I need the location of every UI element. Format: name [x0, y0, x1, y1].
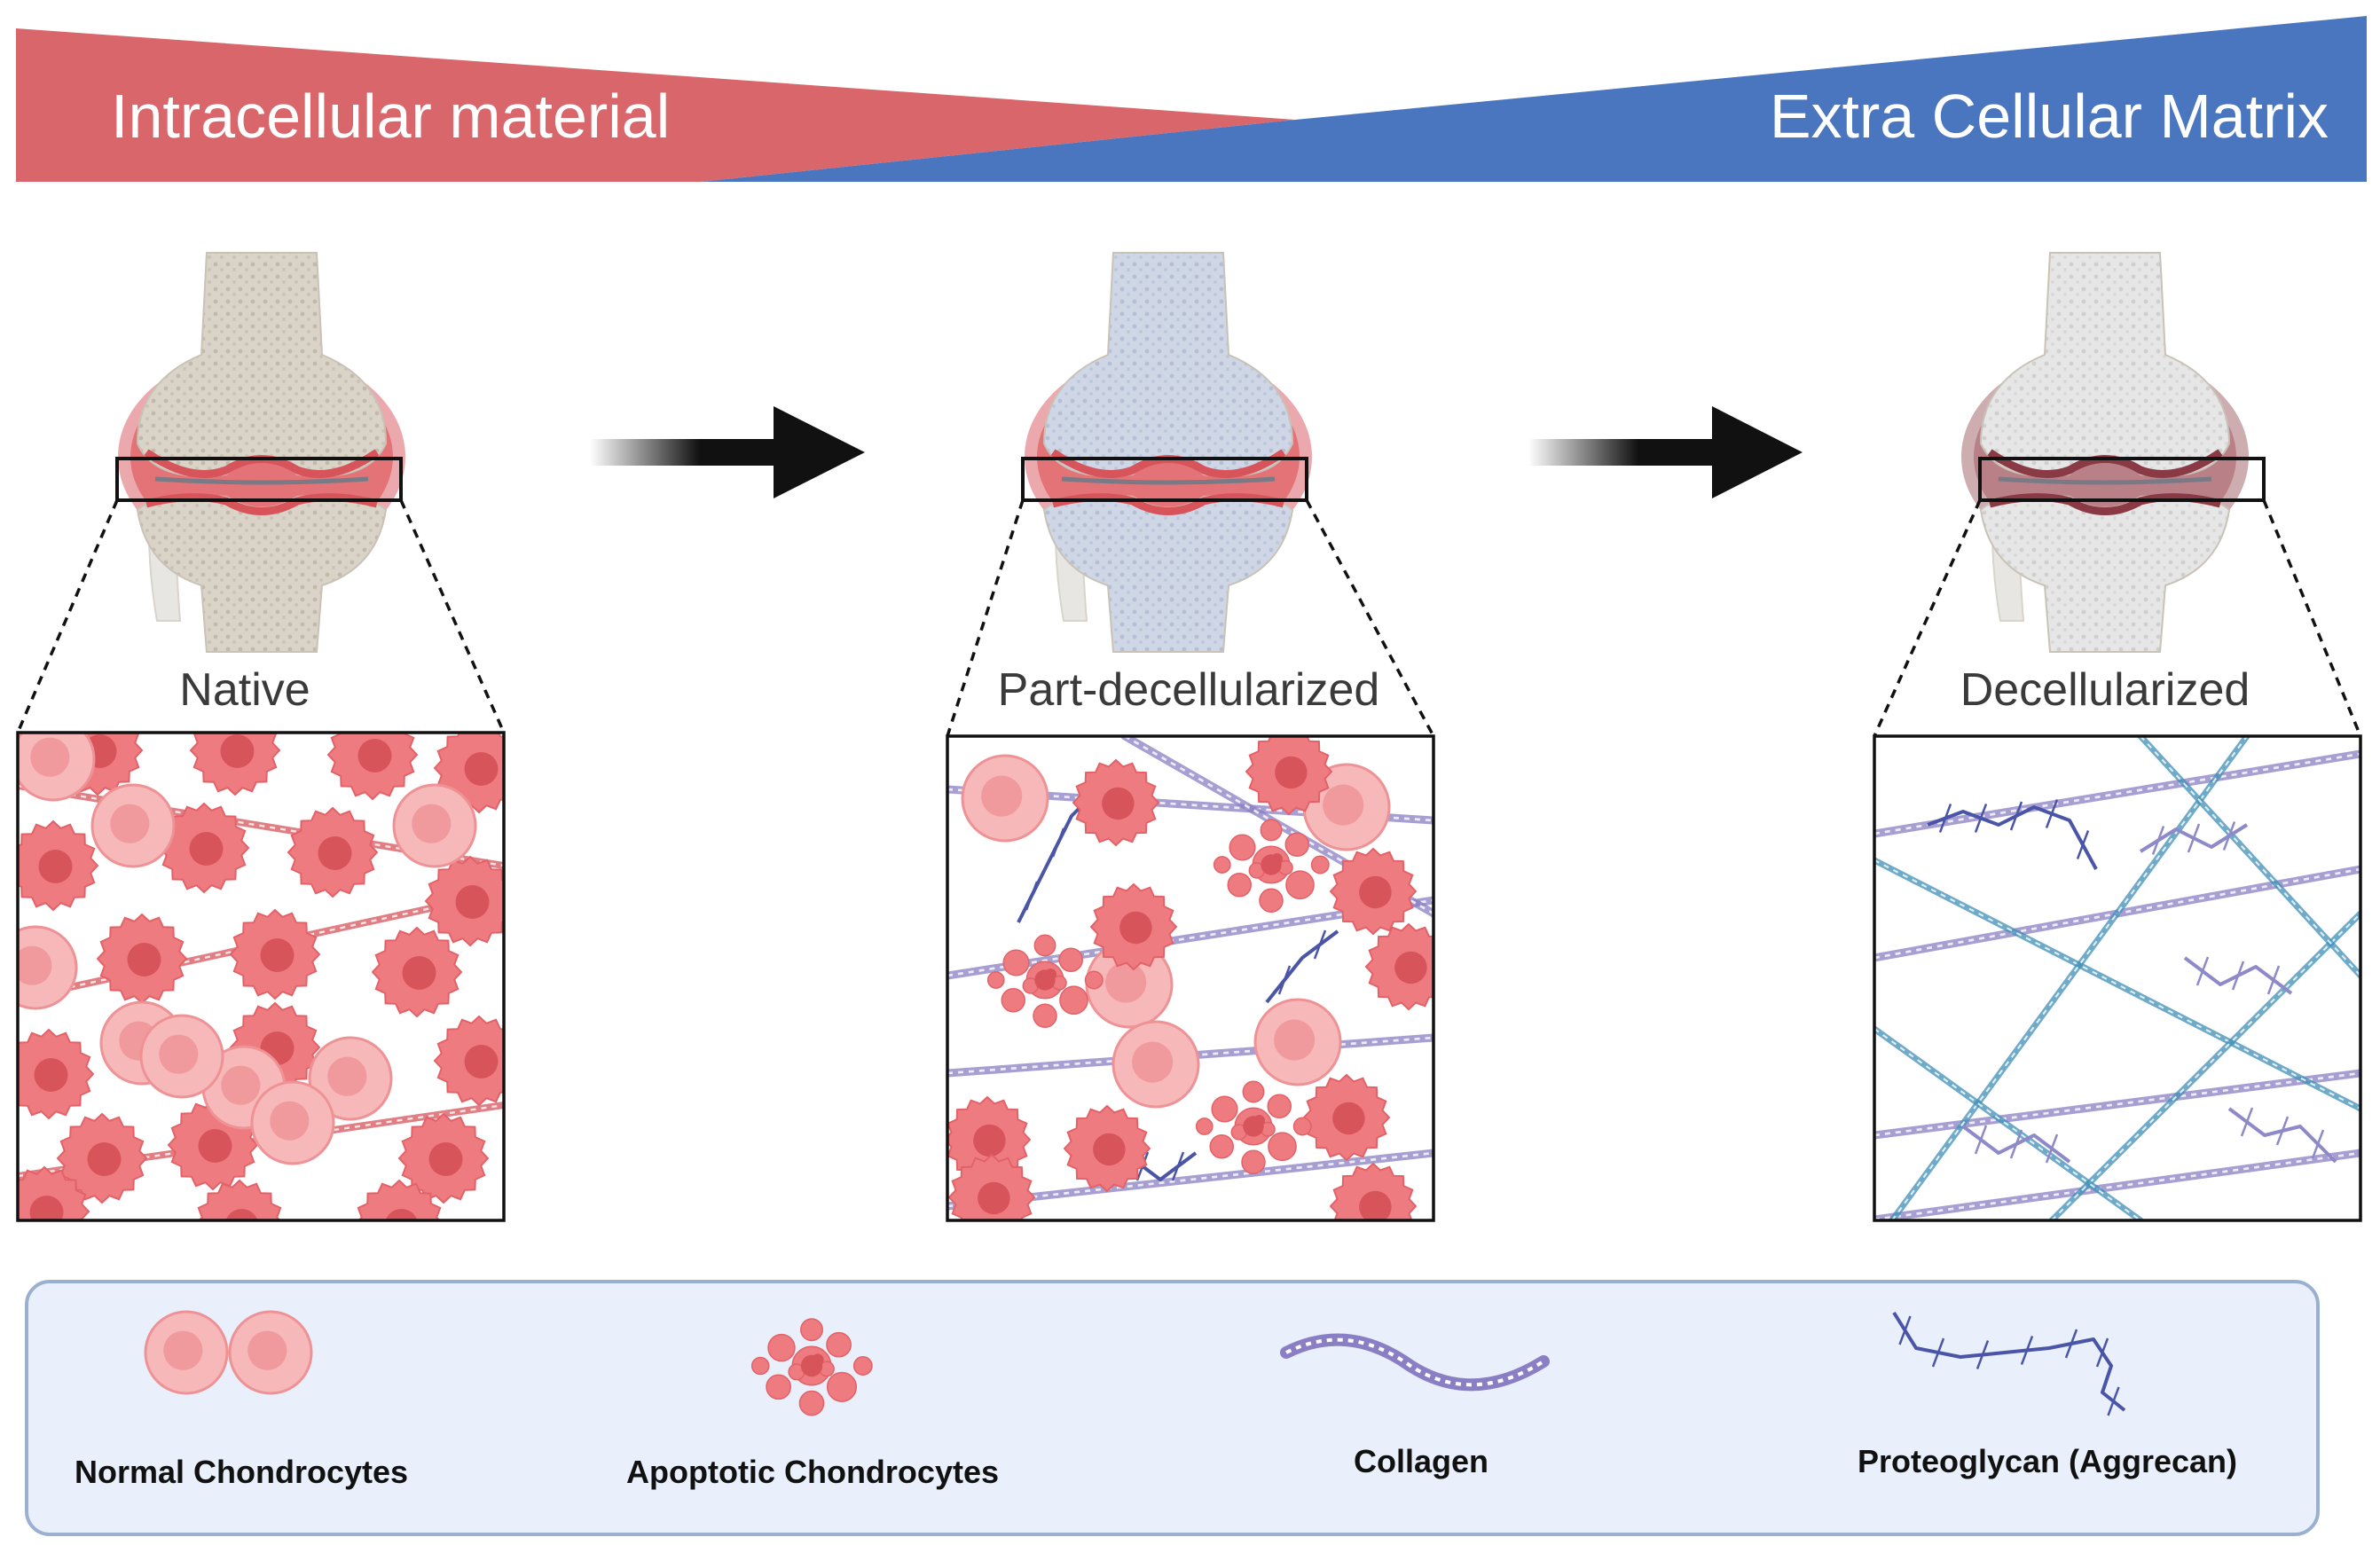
micro-panel-part-decellularized	[946, 734, 1435, 1222]
legend-label-apoptotic: Apoptotic Chondrocytes	[626, 1454, 999, 1490]
legend-label-collagen: Collagen	[1354, 1443, 1488, 1479]
stage-label-part-decellularized: Part-decellularized	[998, 664, 1380, 716]
intracellular-label: Intracellular material	[111, 82, 670, 151]
ecm-label: Extra Cellular Matrix	[1770, 82, 2329, 151]
collagen-icon	[1280, 1333, 1550, 1392]
legend-box	[25, 1280, 2320, 1536]
micro-panel-decellularized	[1873, 734, 2362, 1222]
stage-label-decellularized: Decellularized	[1960, 664, 2250, 716]
micro-panel-native	[16, 731, 506, 1222]
knee-joint-native	[118, 252, 405, 653]
process-arrow-2	[1528, 406, 1803, 498]
zoom-box-native	[115, 457, 403, 502]
legend-label-normal: Normal Chondrocytes	[75, 1454, 408, 1490]
normal-chondrocyte-icon	[144, 1310, 313, 1395]
knee-joint-decellularized	[1961, 252, 2249, 653]
zoom-lines	[16, 499, 2362, 737]
proteoglycan-icon	[1892, 1311, 2126, 1416]
apoptotic-chondrocyte-icon	[750, 1318, 873, 1416]
process-arrow-1	[590, 406, 865, 498]
gradient-banner: Intracellular material Extra Cellular Ma…	[16, 16, 2367, 182]
ecm-wedge	[701, 16, 2367, 182]
zoom-box-part	[1021, 457, 1308, 502]
legend-label-proteoglycan: Proteoglycan (Aggrecan)	[1858, 1443, 2237, 1479]
stage-label-native: Native	[179, 664, 310, 716]
legend: Normal Chondrocytes Apoptotic Chondrocyt…	[25, 1280, 2320, 1536]
knee-joint-part-decellularized	[1025, 252, 1312, 653]
intracellular-wedge	[16, 28, 1295, 182]
zoom-box-decell	[1978, 457, 2266, 502]
